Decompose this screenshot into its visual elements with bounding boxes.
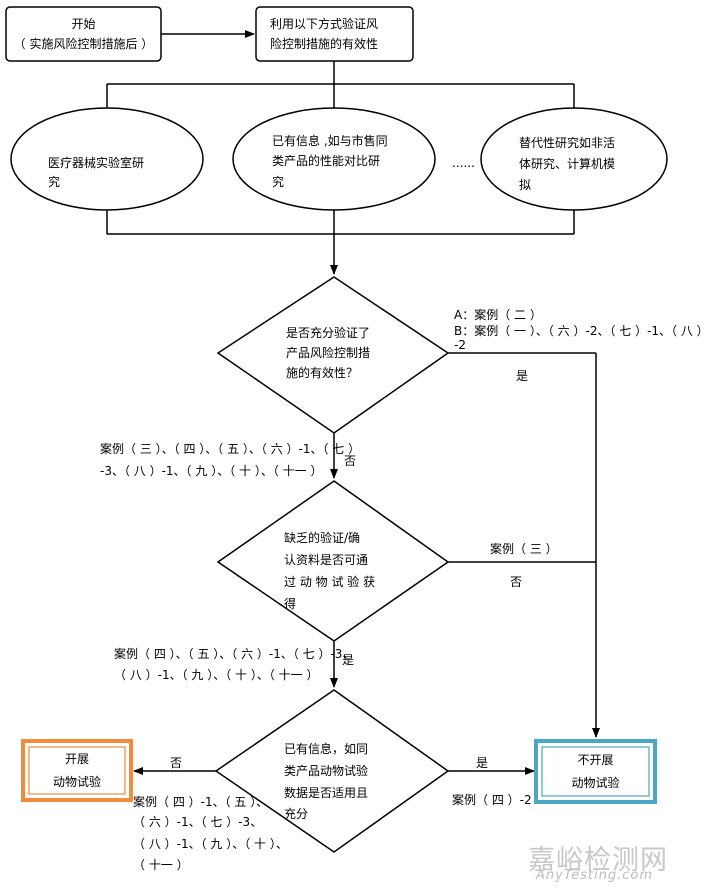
d1-right-case-b-cont: -2 (454, 338, 466, 352)
method-alt-line2: 体研究、计算机模 (519, 157, 616, 171)
d1-right-case-b: B：案例（ 一 ）、（ 六 ）-2、（ 七 ）-1、（ 八 ） (454, 324, 709, 338)
outcome-no-animal-line1: 不开展 (577, 753, 614, 767)
decision3-line2: 类产品动物试验 (284, 764, 369, 778)
d3-left-cases-1: 案例（ 四 ）-1、（ 五 ）、 (133, 795, 269, 809)
d3-left-cases-4: （ 十一 ） (133, 858, 189, 872)
outcome-animal-test-inner (28, 746, 126, 795)
watermark-cn: 嘉峪检测网 (528, 845, 668, 876)
decision3-line1: 已有信息，如同 (284, 742, 369, 756)
start-sublabel: （ 实施风险控制措施后 ） (13, 37, 154, 51)
decision2-line4: 得 (284, 596, 296, 611)
decision2-line3: 过 动 物 试 验 获 (284, 575, 376, 589)
method-info-line3: 究 (272, 175, 285, 189)
d1-right-case-a: A：案例（ 二 ） (454, 308, 542, 322)
verify-line2: 险控制措施的有效性 (270, 37, 379, 51)
outcome-no-animal-line2: 动物试验 (571, 776, 620, 790)
decision1-line1: 是否充分验证了 (286, 326, 371, 340)
d3-left-cases-3: （ 八 ）-1、（ 九 ）、（ 十 ）、 (133, 837, 288, 851)
d3-left-cases-2: （ 六 ）-1、（ 七 ）-3、 (133, 815, 263, 829)
outcome-no-animal-test-inner (541, 746, 650, 797)
d1-down-cases-1: 案例（ 三 ）、（ 四 ）、（ 五 ）、（ 六 ）-1、（ 七 ） (100, 442, 361, 456)
outcome-animal-line2: 动物试验 (52, 775, 101, 789)
decision3-diamond (214, 689, 450, 853)
watermark-en: AnyTesting.com (536, 868, 654, 883)
outcome-animal-line1: 开展 (64, 752, 89, 766)
method-info-line2: 类产品的性能对比研 (272, 154, 381, 168)
method-lab-line2: 究 (48, 175, 61, 189)
method-alt-line3: 拟 (519, 178, 532, 192)
verify-line1: 利用以下方式验证风 (270, 17, 379, 31)
d1-yes-label: 是 (516, 369, 529, 383)
start-label: 开始 (71, 17, 96, 31)
decision3-line3: 数据是否适用且 (284, 786, 369, 800)
d1-no-label: 否 (344, 454, 357, 468)
decision2-line1: 缺乏的验证/确 (284, 531, 361, 545)
d2-yes-label: 是 (342, 653, 355, 667)
d3-right-case: 案例（ 四 ）-2 (452, 793, 532, 807)
d2-right-case: 案例（ 三 ） (490, 542, 558, 556)
outcome-no-animal-test-outer (534, 739, 657, 804)
method-info-line1: 已有信息 ,如与市售同 (272, 134, 388, 148)
d3-yes-label: 是 (476, 756, 489, 770)
method-lab-line1: 医疗器械实验室研 (48, 156, 145, 170)
outcome-animal-test-outer (21, 739, 133, 802)
decision2-line2: 认资料是否可通 (284, 553, 369, 567)
decision3-line4: 充分 (284, 806, 308, 821)
d2-down-cases-1: 案例（ 四 ）、（ 五 ）、（ 六 ）-1、（ 七 ）-3、 (114, 647, 355, 661)
d2-no-label: 否 (510, 575, 523, 589)
d2-down-cases-2: （ 八 ）-1、（ 九 ）、（ 十 ）、（ 十一 ） (114, 668, 319, 682)
decision1-line3: 施的有效性？ (286, 366, 359, 380)
method-alt-line1: 替代性研究如非活 (519, 136, 616, 150)
method-ellipsis: ...... (452, 156, 475, 170)
flowchart-canvas (5, 6, 668, 853)
d1-down-cases-2: -3、（ 八 ）-1、（ 九 ）、（ 十 ）、（ 十一 ） (100, 464, 323, 478)
d3-no-label: 否 (170, 756, 183, 770)
decision1-line2: 产品风险控制措 (286, 346, 371, 360)
